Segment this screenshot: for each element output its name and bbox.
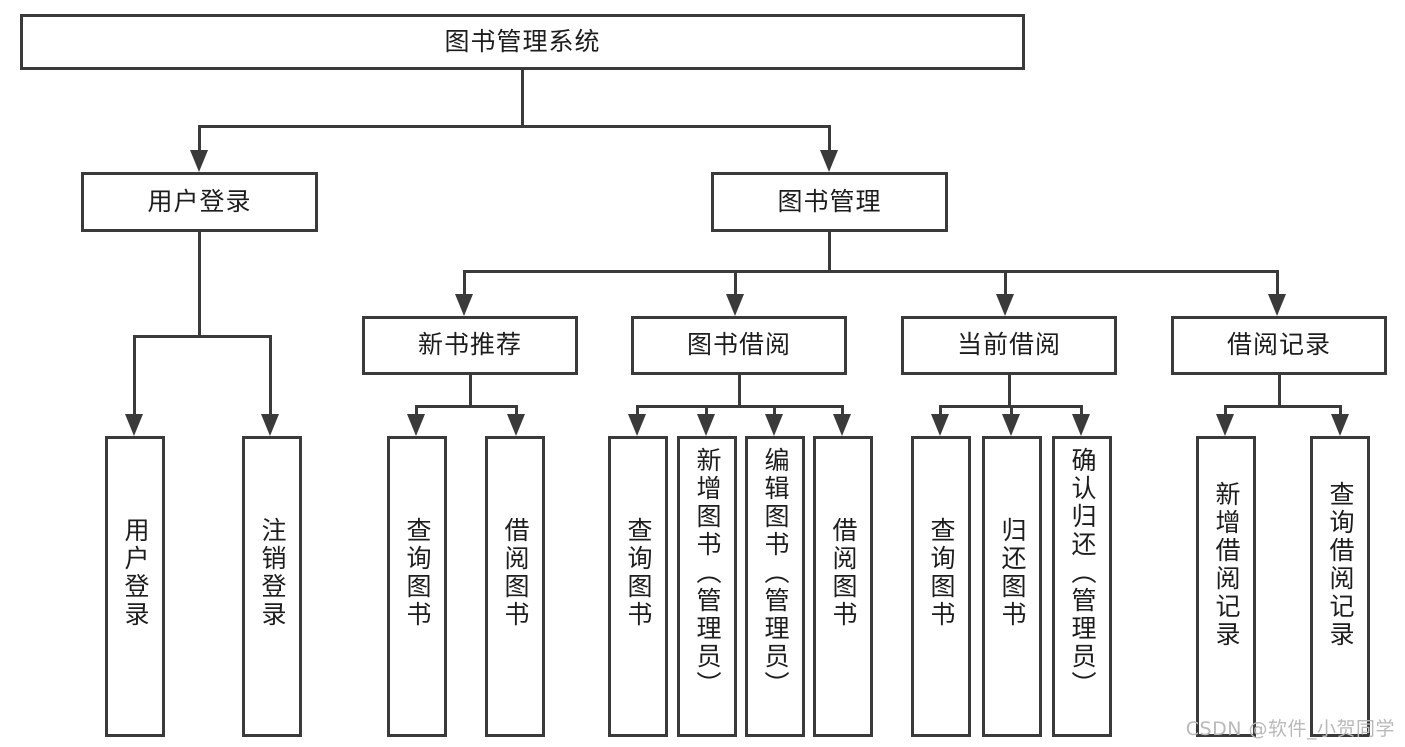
node-label: 新书推荐: [417, 330, 522, 360]
connector-user-login-bus: [133, 335, 272, 338]
connector-bm-drop-2: [1004, 270, 1007, 294]
node-book-borrow[interactable]: 图书借阅: [631, 316, 847, 375]
arrow-to-leaf-borrow-book: [833, 414, 851, 436]
node-label: 用户登录: [121, 517, 150, 629]
leaf-query-book-borrow[interactable]: 查询图书: [608, 436, 668, 737]
node-label: 新增借阅记录: [1212, 481, 1241, 649]
leaf-query-borrow-record[interactable]: 查询借阅记录: [1310, 436, 1370, 737]
node-label: 新增图书（管理员）: [693, 447, 722, 699]
arrow-to-leaf-user-login: [125, 414, 143, 436]
arrow-to-leaf-return-book: [1002, 414, 1020, 436]
connector-bb-drop-1: [705, 405, 708, 414]
connector-book-borrow-stem: [738, 375, 741, 405]
csdn-watermark: CSDN @软件_小贺同学: [1185, 718, 1395, 740]
node-label: 图书借阅: [686, 330, 791, 360]
node-label: 用户登录: [147, 186, 252, 216]
connector-book-management-stem: [828, 232, 831, 270]
arrow-to-leaf-query-book-recommend: [407, 414, 425, 436]
node-label: 借阅图书: [501, 517, 530, 629]
node-label: 编辑图书（管理员）: [761, 447, 790, 699]
connector-bm-drop-3: [1276, 270, 1279, 294]
arrow-to-user-login: [190, 150, 208, 172]
leaf-query-book-recommend[interactable]: 查询图书: [387, 436, 447, 737]
arrow-to-new-book-recommend: [455, 294, 473, 316]
connector-br-drop-0: [1224, 405, 1227, 414]
arrow-to-book-management: [820, 150, 838, 172]
connector-user-login-drop-0: [133, 335, 136, 414]
arrow-to-borrow-record: [1268, 294, 1286, 316]
connector-borrow-record-stem: [1278, 375, 1281, 405]
node-label: 借阅图书: [829, 517, 858, 629]
node-label: 查询图书: [624, 517, 653, 629]
leaf-query-book-current[interactable]: 查询图书: [911, 436, 971, 737]
node-book-management[interactable]: 图书管理: [711, 172, 948, 232]
leaf-borrow-book[interactable]: 借阅图书: [813, 436, 873, 737]
connector-nb-drop-0: [415, 405, 418, 414]
node-label: 图书管理: [777, 186, 882, 216]
connector-br-drop-1: [1339, 405, 1342, 414]
arrow-to-leaf-add-book-admin: [697, 414, 715, 436]
connector-bm-drop-1: [734, 270, 737, 294]
arrow-to-leaf-confirm-return-admin: [1072, 414, 1090, 436]
node-current-borrow[interactable]: 当前借阅: [901, 316, 1117, 375]
connector-cb-drop-0: [939, 405, 942, 414]
arrow-to-leaf-add-borrow-record: [1216, 414, 1234, 436]
arrow-to-leaf-query-borrow-record: [1331, 414, 1349, 436]
connector-cb-drop-2: [1080, 405, 1083, 414]
leaf-confirm-return-admin[interactable]: 确认归还（管理员）: [1052, 436, 1112, 737]
connector-book-management-bus: [463, 270, 1279, 273]
connector-bb-drop-3: [841, 405, 844, 414]
connector-root-to-user-login: [198, 125, 201, 150]
connector-new-book-stem: [469, 375, 472, 405]
connector-book-borrow-bus: [636, 405, 844, 408]
node-label: 确认归还（管理员）: [1068, 447, 1097, 699]
connector-new-book-bus: [415, 405, 518, 408]
node-user-login[interactable]: 用户登录: [81, 172, 318, 232]
leaf-edit-book-admin[interactable]: 编辑图书（管理员）: [745, 436, 805, 737]
leaf-user-logout[interactable]: 注销登录: [242, 436, 302, 737]
node-label: 查询借阅记录: [1326, 481, 1355, 649]
leaf-add-borrow-record[interactable]: 新增借阅记录: [1196, 436, 1256, 737]
leaf-user-login[interactable]: 用户登录: [105, 436, 165, 737]
connector-bm-drop-0: [463, 270, 466, 294]
node-new-book-recommend[interactable]: 新书推荐: [362, 316, 578, 375]
node-label: 查询图书: [403, 517, 432, 629]
arrow-to-leaf-borrow-book-recommend: [507, 414, 525, 436]
connector-root-to-book-management: [828, 125, 831, 150]
connector-bb-drop-2: [773, 405, 776, 414]
connector-cb-drop-1: [1010, 405, 1013, 414]
arrow-to-current-borrow: [996, 294, 1014, 316]
node-label: 注销登录: [258, 517, 287, 629]
leaf-add-book-admin[interactable]: 新增图书（管理员）: [677, 436, 737, 737]
connector-nb-drop-1: [515, 405, 518, 414]
leaf-return-book[interactable]: 归还图书: [982, 436, 1042, 737]
leaf-borrow-book-recommend[interactable]: 借阅图书: [485, 436, 545, 737]
node-label: 借阅记录: [1226, 330, 1331, 360]
connector-user-login-drop-1: [269, 335, 272, 414]
arrow-to-leaf-query-book-current: [931, 414, 949, 436]
arrow-to-leaf-user-logout: [261, 414, 279, 436]
arrow-to-book-borrow: [726, 294, 744, 316]
connector-root-stem: [521, 70, 524, 125]
node-borrow-record[interactable]: 借阅记录: [1171, 316, 1387, 375]
connector-root-bus: [198, 125, 831, 128]
arrow-to-leaf-edit-book-admin: [765, 414, 783, 436]
connector-bb-drop-0: [636, 405, 639, 414]
node-root-system[interactable]: 图书管理系统: [20, 14, 1025, 70]
node-label: 查询图书: [927, 517, 956, 629]
connector-user-login-stem: [198, 232, 201, 335]
arrow-to-leaf-query-book-borrow: [628, 414, 646, 436]
node-label: 图书管理系统: [444, 26, 601, 56]
node-label: 当前借阅: [956, 330, 1061, 360]
connector-borrow-record-bus: [1224, 405, 1342, 408]
connector-current-borrow-stem: [1008, 375, 1011, 405]
node-label: 归还图书: [998, 517, 1027, 629]
